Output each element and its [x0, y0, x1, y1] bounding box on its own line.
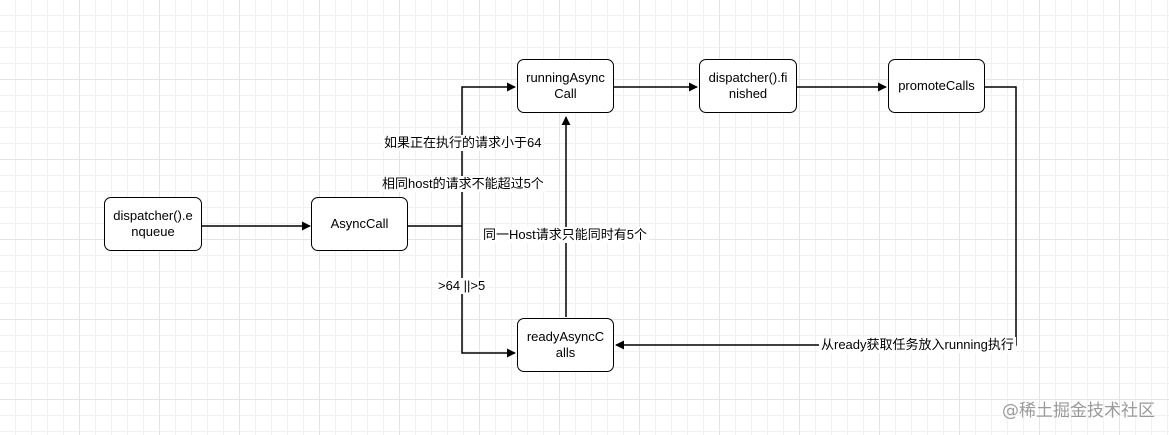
watermark-text: @稀土掘金技术社区 — [1002, 401, 1155, 421]
node-dispatcher-enqueue[interactable]: dispatcher().enqueue — [104, 197, 202, 251]
label-same-host-limit: 相同host的请求不能超过5个 — [380, 176, 546, 192]
label-same-host-concurrency: 同一Host请求只能同时有5个 — [481, 227, 649, 243]
label-overflow-condition: >64 ||>5 — [436, 278, 488, 294]
node-running-async-call[interactable]: runningAsyncCall — [517, 59, 614, 113]
node-async-call[interactable]: AsyncCall — [311, 197, 408, 251]
edge-to-ready — [461, 226, 516, 358]
edge-promote-to-ready — [615, 86, 1017, 350]
node-dispatcher-finished[interactable]: dispatcher().finished — [699, 59, 797, 113]
label-running-less-than-64: 如果正在执行的请求小于64 — [382, 135, 544, 151]
label-promote-from-ready: 从ready获取任务放入running执行 — [819, 337, 1016, 353]
node-promote-calls[interactable]: promoteCalls — [888, 59, 985, 113]
edge-to-running — [461, 82, 516, 226]
node-ready-async-calls[interactable]: readyAsyncCalls — [517, 318, 614, 372]
